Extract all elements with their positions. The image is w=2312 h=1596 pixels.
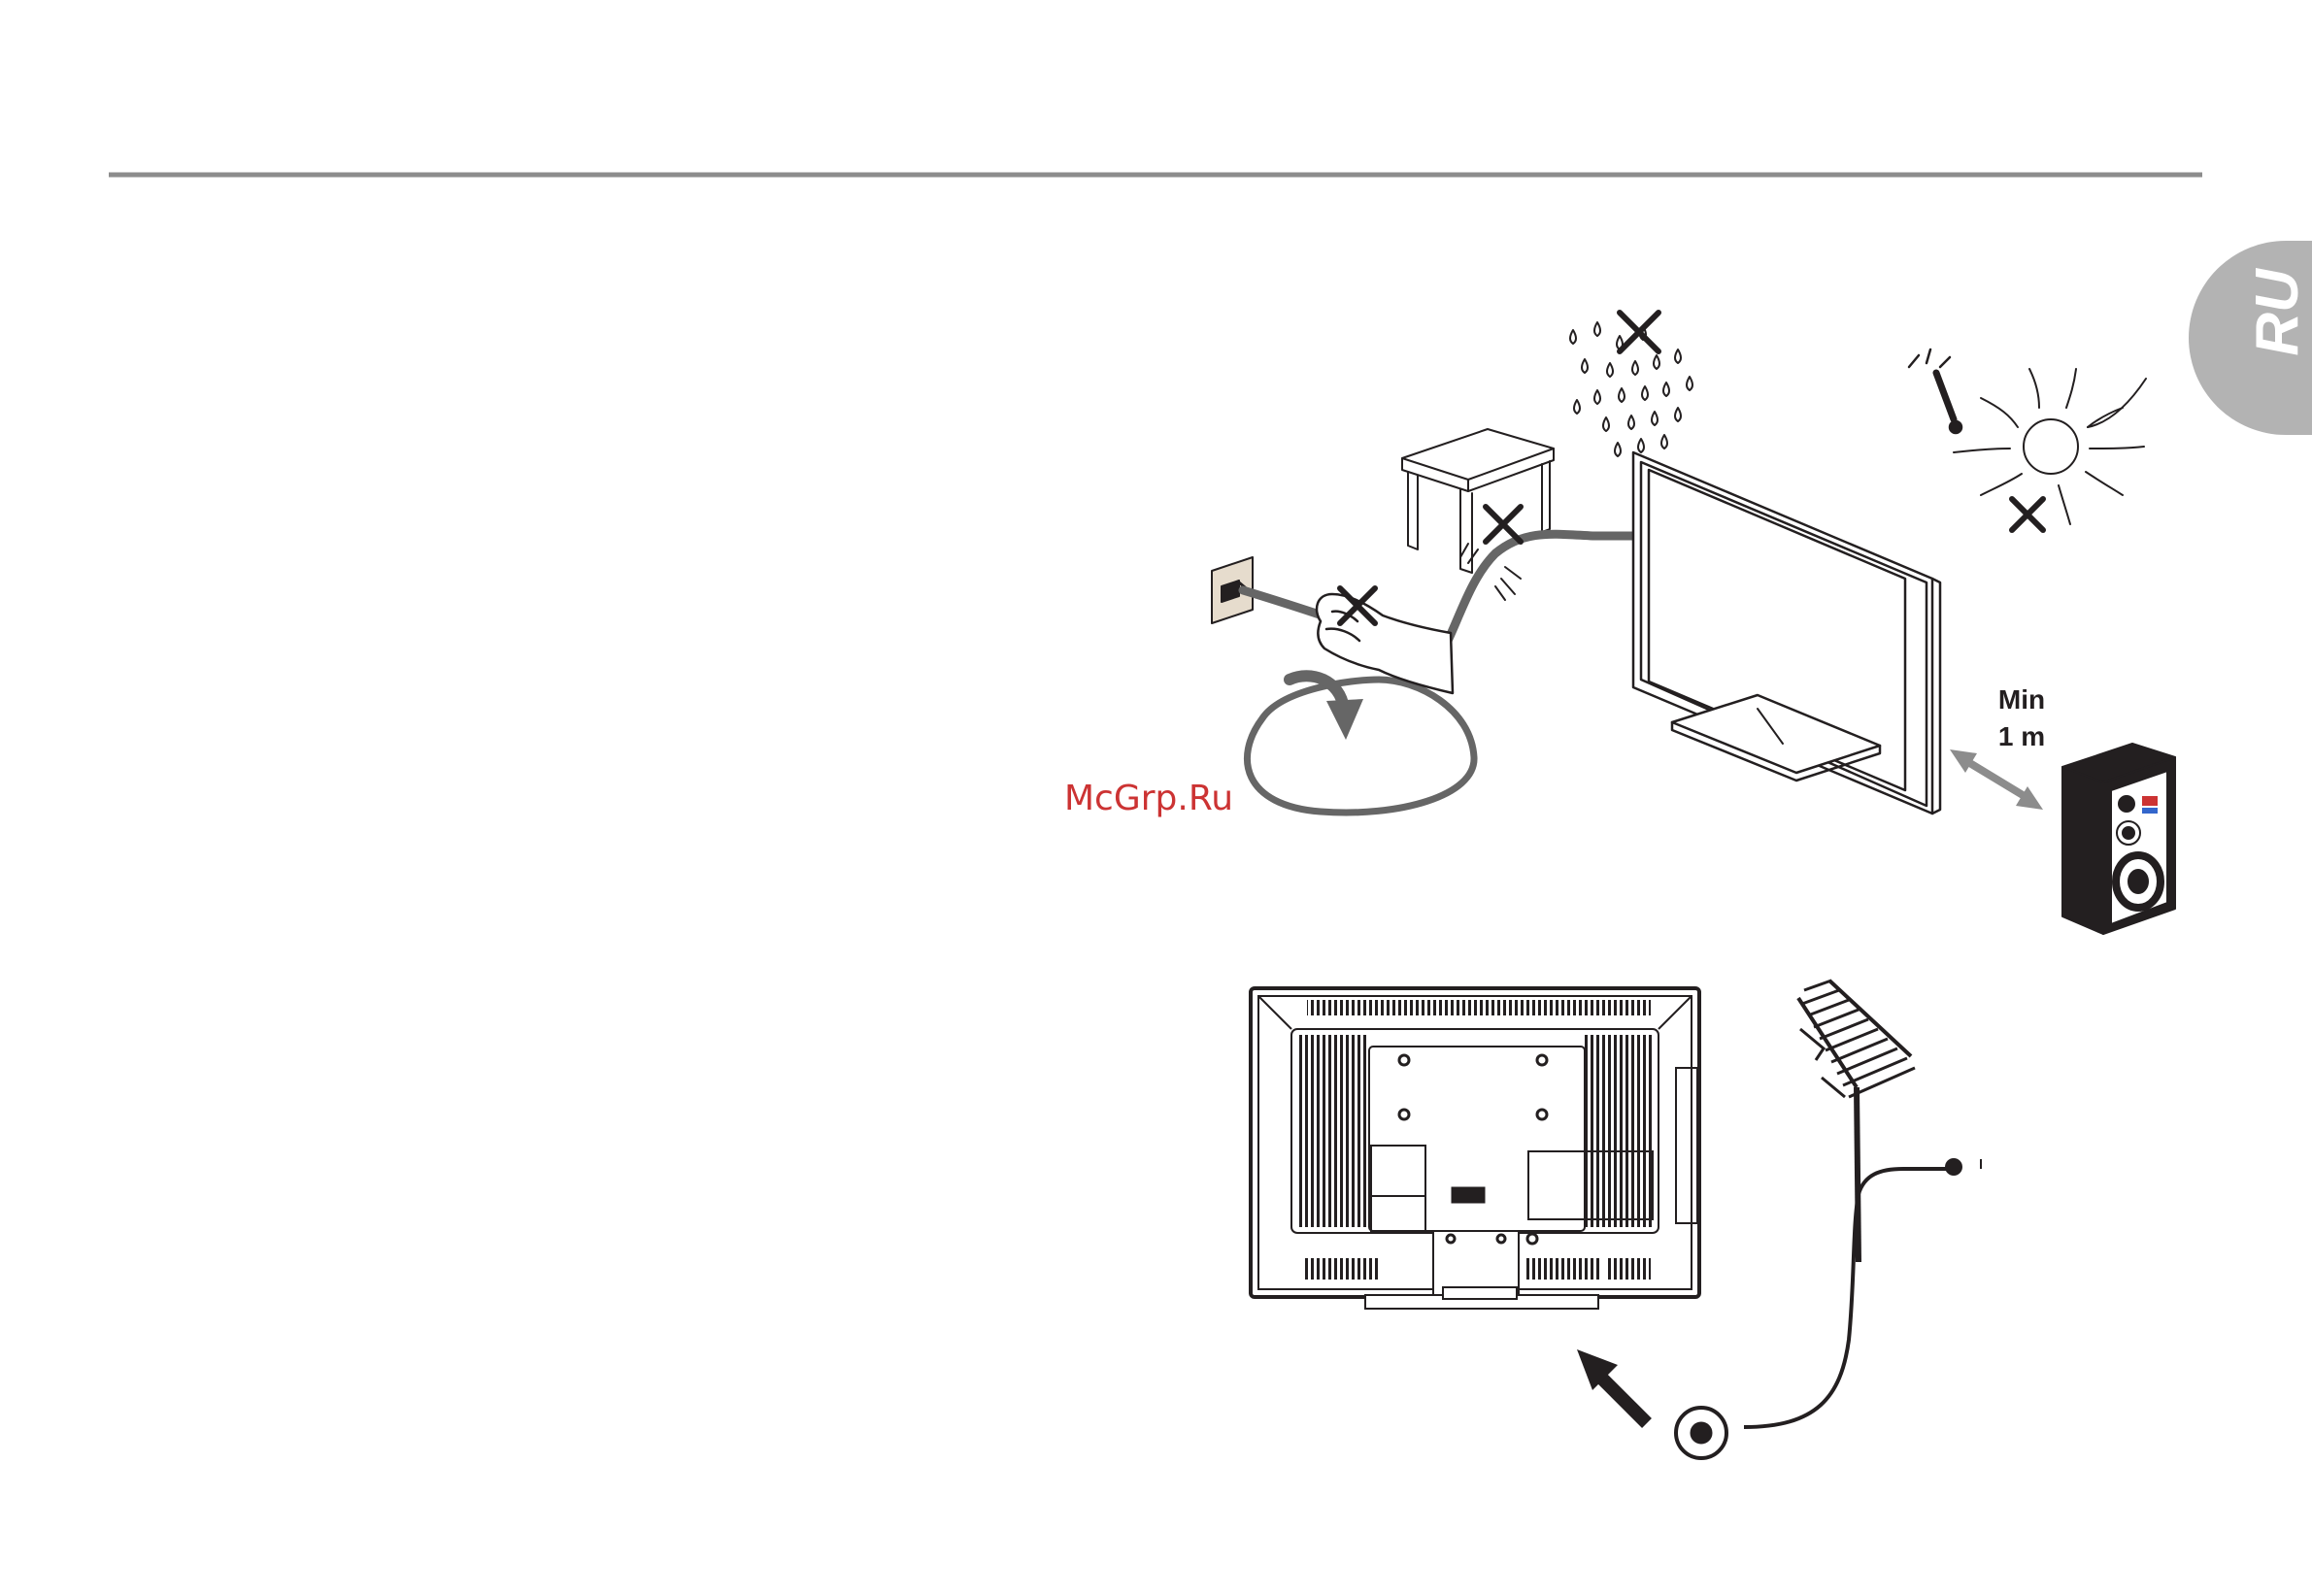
distance-arrow-icon <box>1950 749 2043 810</box>
rain-prohibited-icon <box>1620 313 1659 351</box>
speaker-icon <box>2062 744 2175 934</box>
distance-note-value: 1 m <box>1998 721 2045 751</box>
sun-prohibited-icon <box>2012 499 2043 530</box>
safety-illustration <box>1212 313 2175 934</box>
curved-arrow-icon <box>1290 676 1363 740</box>
side-table-icon <box>1402 429 1554 573</box>
table-cable-prohibited-icon <box>1486 507 1521 542</box>
watermark: McGrp.Ru <box>1064 779 1233 818</box>
antenna-icon <box>1798 981 1915 1262</box>
coax-connector-icon <box>1676 1408 1726 1458</box>
distance-note-min: Min <box>1998 684 2045 715</box>
sun-icon <box>1954 369 2146 524</box>
antenna-connection-illustration <box>1251 981 1981 1458</box>
language-tab: RU <box>2189 241 2312 435</box>
rain-drops-icon <box>1570 322 1692 476</box>
tv-front-icon <box>1633 452 1940 814</box>
tv-back-icon <box>1251 988 1699 1309</box>
language-tab-label: RU <box>2244 267 2311 356</box>
input-arrow-icon <box>1577 1349 1647 1423</box>
thermometer-icon <box>1909 349 1961 433</box>
antenna-cable <box>1744 1169 1952 1427</box>
